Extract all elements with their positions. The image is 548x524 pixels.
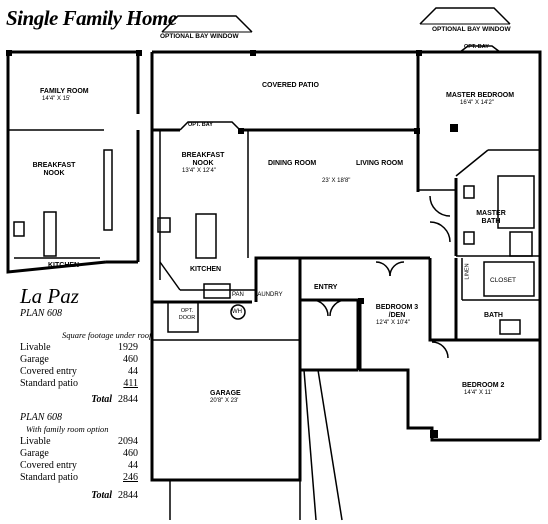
area-row: Livable 1929 bbox=[20, 342, 138, 354]
area-value: 1929 bbox=[118, 342, 138, 353]
area-row: Standard patio 411 bbox=[20, 378, 138, 390]
room-closet: CLOSET bbox=[490, 277, 517, 284]
plan-total-option: Total 2844 bbox=[20, 490, 138, 501]
total-label: Total bbox=[91, 394, 112, 405]
room-kitchen: KITCHEN bbox=[190, 266, 222, 273]
total-value: 2844 bbox=[118, 490, 138, 501]
area-label: Covered entry bbox=[20, 460, 77, 471]
label-water-heater: WH bbox=[232, 309, 242, 315]
room-covered-patio: COVERED PATIO bbox=[262, 82, 319, 89]
area-value: 460 bbox=[123, 448, 138, 459]
room-family-room-size: 14'4" X 15' bbox=[42, 96, 71, 102]
area-value: 2094 bbox=[118, 436, 138, 447]
area-row: Covered entry 44 bbox=[20, 366, 138, 378]
area-row: Garage 460 bbox=[20, 354, 138, 366]
area-value: 44 bbox=[128, 366, 138, 377]
room-breakfast-nook-size: 13'4" X 12'4" bbox=[182, 168, 216, 174]
room-kitchen-option: KITCHEN bbox=[48, 262, 80, 269]
room-living-room: LIVING ROOM bbox=[356, 160, 404, 167]
room-bedroom-3-size: 12'4" X 10'4" bbox=[376, 320, 410, 326]
room-entry: ENTRY bbox=[314, 284, 338, 291]
area-row: Covered entry 44 bbox=[20, 460, 138, 472]
plan-area-table: Livable 1929 Garage 460 Covered entry 44 St… bbox=[20, 342, 138, 390]
room-family-room: FAMILY ROOM bbox=[40, 88, 89, 95]
bay-window-label-2: OPTIONAL BAY WINDOW bbox=[432, 26, 511, 33]
room-breakfast-nook: BREAKFAST NOOK bbox=[181, 152, 225, 167]
area-value: 460 bbox=[123, 354, 138, 365]
room-bedroom-2-size: 14'4" X 11' bbox=[464, 390, 492, 396]
room-master-bath: MASTER BATH bbox=[476, 210, 506, 225]
room-laundry: LAUNDRY bbox=[254, 292, 283, 298]
label-opt-door: OPT. DOOR bbox=[178, 308, 196, 321]
room-garage-size: 20'8" X 23' bbox=[210, 398, 239, 404]
room-garage: GARAGE bbox=[210, 390, 241, 397]
room-linen: LINEN bbox=[464, 263, 471, 280]
room-breakfast-nook-option: BREAKFAST NOOK bbox=[32, 162, 76, 177]
area-value: 411 bbox=[123, 378, 138, 389]
area-label: Standard patio bbox=[20, 472, 79, 483]
area-label: Garage bbox=[20, 354, 49, 365]
area-value: 44 bbox=[128, 460, 138, 471]
total-label: Total bbox=[91, 490, 112, 501]
plan-number: PLAN 608 bbox=[20, 308, 62, 319]
room-living-dining-size: 23' X 18'8" bbox=[322, 178, 351, 184]
area-row: Garage 460 bbox=[20, 448, 138, 460]
room-dining-room: DINING ROOM bbox=[268, 160, 317, 167]
plan-note: Square footage under roof: bbox=[62, 330, 155, 340]
room-master-bedroom: MASTER BEDROOM bbox=[446, 92, 515, 99]
area-label: Covered entry bbox=[20, 366, 77, 377]
plan-number-option: PLAN 608 bbox=[20, 412, 62, 423]
room-bedroom-2: BEDROOM 2 bbox=[462, 382, 505, 389]
opt-bay-label-1: OPT. BAY bbox=[188, 122, 213, 128]
page-title: Single Family Home bbox=[6, 6, 177, 30]
area-value: 246 bbox=[123, 472, 138, 483]
area-label: Garage bbox=[20, 448, 49, 459]
area-row: Livable 2094 bbox=[20, 436, 138, 448]
room-pan: PAN bbox=[232, 292, 244, 298]
total-value: 2844 bbox=[118, 394, 138, 405]
bay-window-label-1: OPTIONAL BAY WINDOW bbox=[160, 33, 239, 40]
room-bedroom-3-den: BEDROOM 3 /DEN bbox=[375, 304, 419, 319]
area-row: Standard patio 246 bbox=[20, 472, 138, 484]
area-label: Livable bbox=[20, 342, 51, 353]
plan-area-table-option: Livable 2094 Garage 460 Covered entry 44 St… bbox=[20, 436, 138, 484]
area-label: Standard patio bbox=[20, 378, 79, 389]
room-master-bedroom-size: 16'4" X 14'2" bbox=[460, 100, 494, 106]
plan-note-option: With family room option bbox=[26, 424, 109, 434]
plan-total: Total 2844 bbox=[20, 394, 138, 405]
opt-bay-label-2: OPT. BAY bbox=[464, 44, 489, 50]
room-bath: BATH bbox=[484, 312, 503, 319]
area-label: Livable bbox=[20, 436, 51, 447]
plan-name: La Paz bbox=[20, 284, 79, 308]
